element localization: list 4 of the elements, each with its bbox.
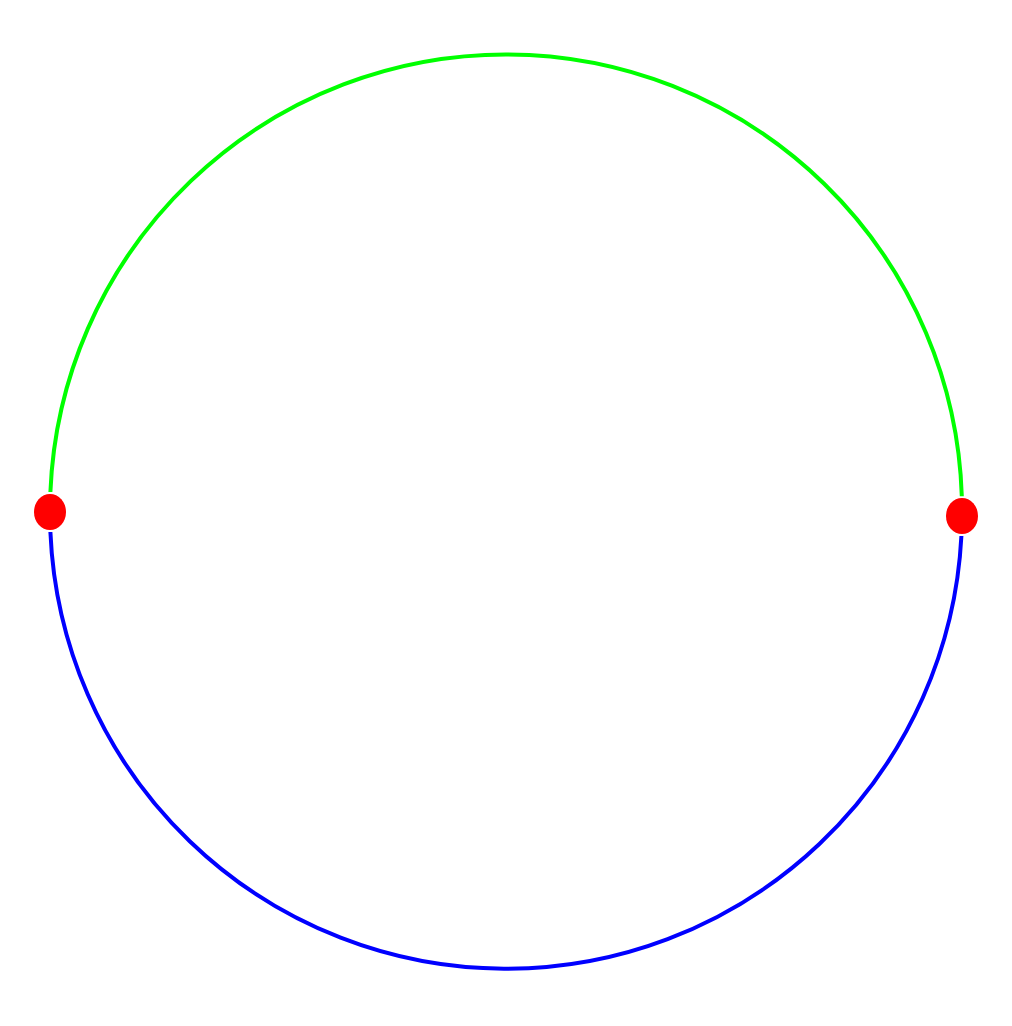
arc-line: [48, 531, 964, 971]
dot: [34, 494, 66, 530]
arc-line: [48, 52, 964, 497]
dot: [945, 498, 978, 535]
